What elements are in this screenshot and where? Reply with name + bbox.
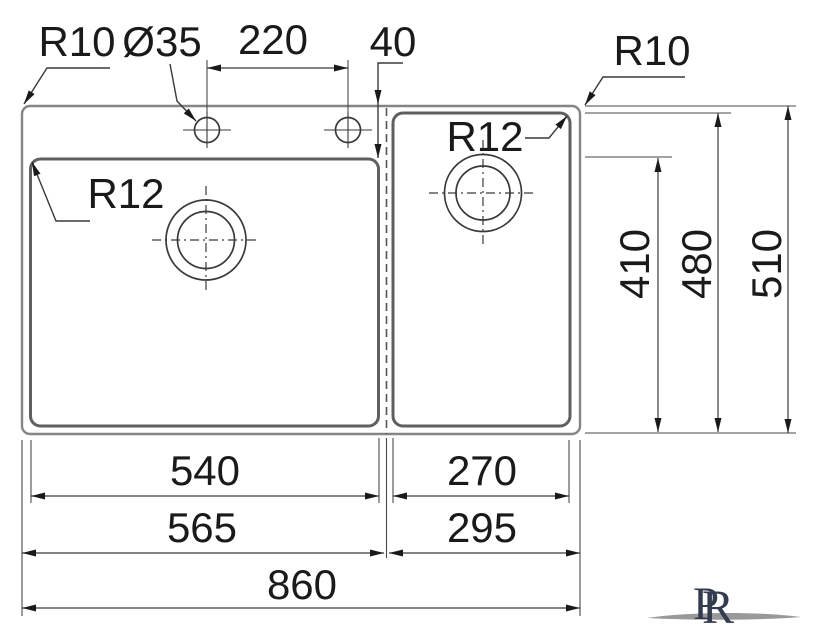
right-bowl-outline	[391, 111, 572, 428]
radius-callout-r12-left: R12	[31, 161, 165, 222]
logo-letter-r: R	[702, 581, 734, 634]
radius-callout-r10-right: R10	[584, 27, 691, 106]
arrowhead	[784, 106, 792, 120]
dimension-label-295: 295	[447, 504, 517, 551]
dimension-label-410: 410	[611, 229, 658, 299]
arrowhead	[365, 492, 379, 500]
dimension-540: 540	[31, 447, 379, 500]
arrowhead	[566, 604, 580, 612]
leader-line	[31, 161, 90, 222]
sink-rim-outline	[20, 104, 582, 436]
left-drain-inner-circle	[176, 210, 236, 270]
arrowhead	[31, 492, 45, 500]
logo-letter-p: P	[693, 578, 719, 630]
dimension-label-565: 565	[167, 504, 237, 551]
leader-line	[23, 67, 110, 105]
arrowhead	[585, 91, 596, 105]
arrowhead	[32, 162, 41, 177]
diameter-callout-35: Ø35	[122, 18, 202, 122]
arrowhead	[334, 64, 348, 72]
dimension-510: 510	[743, 106, 792, 433]
arrowhead	[374, 144, 382, 158]
dimension-565: 565	[22, 504, 384, 557]
arrowhead	[555, 492, 569, 500]
arrowhead	[714, 418, 722, 432]
tap-hole-right	[324, 112, 372, 148]
arrowhead	[714, 113, 722, 127]
dimension-860: 860	[22, 561, 580, 612]
radius-callout-r12-right: R12	[446, 113, 568, 160]
diameter-label-35: Ø35	[122, 18, 201, 65]
brand-logo: P R	[647, 578, 801, 634]
dimension-label-40: 40	[370, 18, 417, 65]
dimension-label-510: 510	[743, 229, 790, 299]
dimension-270: 270	[393, 447, 569, 500]
arrowhead	[374, 90, 382, 104]
radius-label-r10-right: R10	[613, 27, 690, 74]
tap-hole-left	[183, 112, 231, 148]
arrowhead	[566, 549, 580, 557]
arrowhead	[24, 90, 35, 104]
arrowhead	[22, 549, 36, 557]
arrowhead	[654, 158, 662, 172]
dimension-label-480: 480	[673, 229, 720, 299]
leader-line	[584, 76, 685, 106]
radius-label-r12-left: R12	[87, 170, 164, 217]
left-bowl-drain	[152, 186, 260, 294]
dimension-label-220: 220	[238, 16, 308, 63]
arrowhead	[555, 116, 567, 130]
dimension-40: 40	[370, 18, 417, 158]
dimension-480: 480	[673, 113, 722, 432]
leader-line	[169, 63, 197, 122]
arrowhead	[370, 549, 384, 557]
arrowhead	[784, 419, 792, 433]
right-bowl-drain	[429, 140, 537, 246]
dimension-220: 220	[206, 16, 349, 114]
radius-callout-r10-left: R10	[23, 18, 116, 105]
logo-swoosh	[647, 612, 801, 620]
left-bowl-outline	[29, 157, 380, 428]
arrowhead	[654, 418, 662, 432]
leader-line	[377, 62, 403, 158]
dimension-label-860: 860	[267, 561, 337, 608]
arrowhead	[393, 492, 407, 500]
arrowhead	[183, 108, 196, 121]
radius-label-r12-right: R12	[446, 113, 523, 160]
dimension-410: 410	[611, 158, 662, 432]
dimension-295: 295	[389, 504, 580, 557]
arrowhead	[207, 64, 221, 72]
arrowhead	[389, 549, 403, 557]
vertical-dimensions: 410 480 510	[585, 105, 796, 434]
dimension-label-540: 540	[170, 447, 240, 494]
dimension-label-270: 270	[447, 447, 517, 494]
bottom-dimensions: 540 270 565 295 860	[21, 438, 581, 616]
arrowhead	[22, 604, 36, 612]
radius-label-r10-left: R10	[38, 18, 115, 65]
